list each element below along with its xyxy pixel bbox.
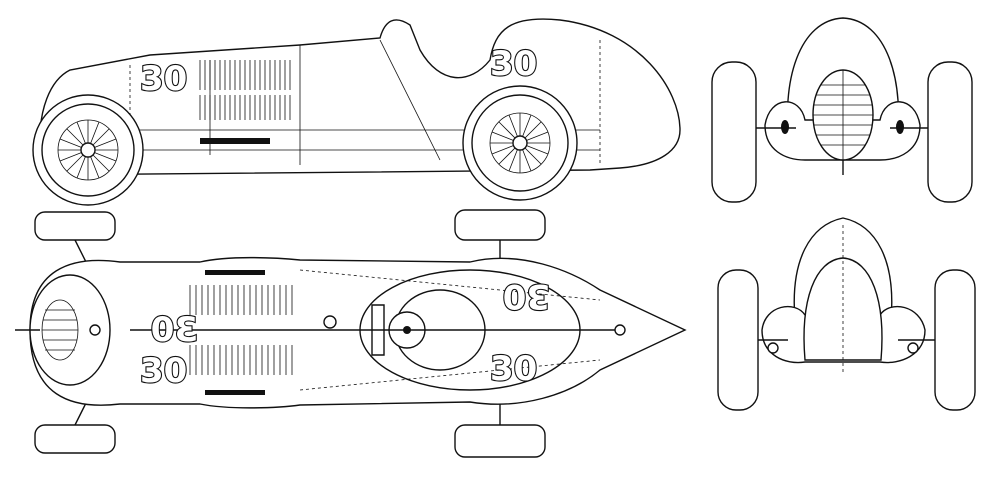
rear-view: [717, 217, 976, 411]
rear-wheel: [462, 85, 578, 201]
car-number-top-left: 30: [140, 351, 187, 391]
side-view: 30 30: [32, 18, 681, 206]
front-view: [711, 17, 973, 203]
car-number-side-front: 30: [140, 59, 187, 99]
car-number-top-mirrored-right: 30: [503, 276, 550, 316]
car-number-side-rear: 30: [490, 44, 537, 84]
car-number-top-right: 30: [490, 349, 537, 389]
top-view: 30 30 30 30: [15, 209, 687, 458]
front-wheel: [32, 94, 144, 206]
car-number-top-mirrored-left: 30: [151, 310, 198, 350]
